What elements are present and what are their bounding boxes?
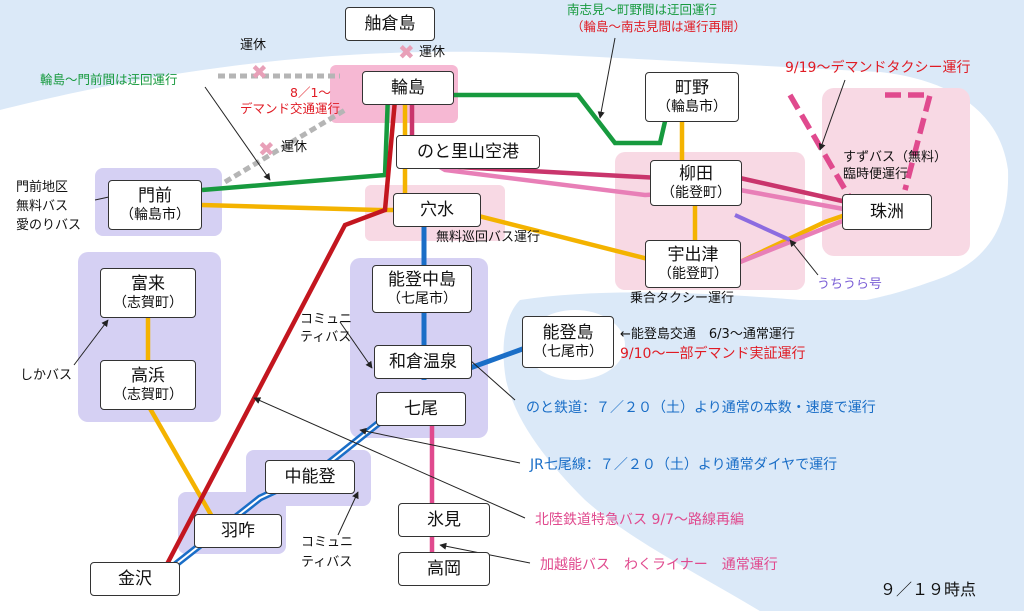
station-label: 富来 — [131, 274, 165, 295]
label-community-upper-1: コミュニ — [300, 312, 353, 327]
label-demand-traffic: デマンド交通運行 — [240, 101, 341, 116]
route-hokuriku-express — [163, 99, 398, 570]
arrow-jr — [359, 427, 521, 464]
station-hakui[interactable]: 羽咋 — [194, 514, 282, 548]
station-sub: （七尾市） — [387, 290, 457, 307]
station-label: 柳田 — [679, 164, 713, 185]
label-notojima-demand: 9/10～一部デマンド実証運行 — [620, 346, 806, 362]
station-sub: （七尾市） — [533, 343, 603, 360]
label-minamishimi-resume: （輪島～南志見間は運行再開） — [571, 19, 747, 34]
label-kaetsuno-bus: 加越能バス わくライナー 通常運行 — [540, 557, 778, 573]
station-notonakajima[interactable]: 能登中島 （七尾市） — [372, 265, 472, 313]
label-noto-railway: のと鉄道：７／２０（土）より通常の本数・速度で運行 — [526, 400, 876, 416]
station-label: 和倉温泉 — [389, 351, 457, 372]
station-anamizu[interactable]: 穴水 — [393, 193, 481, 227]
station-hegura[interactable]: 舳倉島 — [345, 7, 435, 41]
label-unkyu-hegura: 運休 — [419, 45, 446, 60]
arrow-uchiura — [789, 239, 819, 276]
label-jr-nanao: JR七尾線：７／２０（土）より通常ダイヤで運行 — [530, 457, 838, 473]
station-label: 高浜 — [131, 366, 165, 387]
station-notojima[interactable]: 能登島 （七尾市） — [522, 316, 614, 368]
station-takahama[interactable]: 高浜 （志賀町） — [100, 360, 196, 410]
label-shika-bus: しかバス — [20, 368, 73, 383]
station-takaoka[interactable]: 高岡 — [398, 552, 490, 586]
suspended-x-icon: ✖ — [258, 137, 275, 161]
arrow-demand-taxi — [818, 79, 846, 151]
station-label: 門前 — [138, 186, 172, 207]
sea-nanao-bay — [503, 292, 1024, 611]
label-community-lower-2: ティバス — [301, 555, 353, 570]
station-ushitsu[interactable]: 宇出津 （能登町） — [645, 240, 741, 288]
arrow-minamishimi — [597, 37, 616, 119]
label-shared-taxi: 乗合タクシー運行 — [630, 291, 735, 306]
station-sub: （輪島市） — [657, 98, 727, 115]
label-wajima-monzen-detour: 輪島～門前間は迂回運行 — [40, 72, 178, 87]
station-label: のと里山空港 — [417, 141, 519, 162]
station-noto-airport[interactable]: のと里山空港 — [396, 135, 540, 169]
station-label: 能登島 — [542, 323, 594, 344]
station-himi[interactable]: 氷見 — [398, 503, 490, 537]
label-minamishimi-detour: 南志見～町野間は迂回運行 — [567, 2, 718, 17]
label-suzu-bus-1: すずバス（無料） — [843, 150, 948, 165]
station-sub: （志賀町） — [113, 294, 183, 311]
arrow-detour — [204, 86, 271, 181]
station-label: 輪島 — [391, 77, 425, 98]
station-monzen[interactable]: 門前 （輪島市） — [108, 180, 202, 230]
station-label: 金沢 — [118, 568, 152, 589]
station-label: 穴水 — [420, 199, 454, 220]
station-label: 氷見 — [427, 509, 461, 530]
station-label: 宇出津 — [667, 245, 719, 266]
arrow-community-upper — [339, 321, 373, 369]
label-unkyu-west: 運休 — [240, 38, 267, 53]
station-label: 中能登 — [284, 466, 336, 487]
station-sub: （能登町） — [658, 265, 728, 282]
route-green — [201, 92, 673, 193]
suspended-x-icon: ✖ — [251, 60, 268, 84]
station-sub: （志賀町） — [113, 386, 183, 403]
station-suzu[interactable]: 珠洲 — [842, 194, 932, 230]
route-suspended-monzen — [223, 107, 347, 185]
station-nakanoto[interactable]: 中能登 — [265, 460, 355, 494]
station-label: 珠洲 — [870, 201, 904, 222]
label-notojima-traffic: ←能登島交通 6/3～通常運行 — [620, 327, 795, 342]
arrow-community-lower — [337, 491, 359, 536]
station-label: 高岡 — [427, 558, 461, 579]
label-demand-0801: 8／1～ — [290, 85, 331, 100]
label-hokuriku-bus: 北陸鉄道特急バス 9/7～路線再編 — [535, 512, 744, 528]
route-suzu-demand-taxi — [885, 92, 934, 191]
label-monzen-bus-1: 門前地区 — [16, 180, 69, 195]
label-suzu-bus-2: 臨時便運行 — [843, 167, 909, 182]
station-sub: （能登町） — [661, 184, 731, 201]
station-sub: （輪島市） — [120, 206, 190, 223]
station-nanao[interactable]: 七尾 — [376, 392, 466, 426]
label-monzen-bus-2: 無料バス — [16, 199, 69, 214]
label-monzen-bus-3: 愛のりバス — [16, 218, 82, 233]
station-wajima[interactable]: 輪島 — [362, 71, 454, 105]
arrow-shika-bus — [73, 319, 109, 366]
station-machino[interactable]: 町野 （輪島市） — [645, 72, 739, 122]
label-community-lower-1: コミュニ — [301, 535, 354, 550]
station-label: 羽咋 — [221, 520, 255, 541]
route-uchiura — [734, 213, 791, 242]
station-kanazawa[interactable]: 金沢 — [90, 562, 180, 596]
suspended-x-icon: ✖ — [398, 40, 415, 64]
label-free-loop: 無料巡回バス運行 — [436, 230, 541, 245]
label-unkyu-monzen: 運休 — [281, 140, 308, 155]
station-yanagida[interactable]: 柳田 （能登町） — [650, 160, 742, 206]
station-wakura[interactable]: 和倉温泉 — [374, 345, 472, 379]
station-label: 町野 — [675, 78, 709, 99]
label-uchiura: うちうら号 — [817, 277, 883, 292]
route-notojima-bus — [469, 344, 529, 371]
route-yellow-takahama-hakui — [146, 403, 216, 522]
label-demand-taxi: 9/19～デマンドタクシー運行 — [785, 60, 971, 76]
station-label: 七尾 — [404, 398, 438, 419]
arrow-hokuriku — [253, 397, 526, 519]
station-label: 能登中島 — [388, 270, 456, 291]
station-tomiku[interactable]: 富来 （志賀町） — [100, 268, 196, 318]
station-label: 舳倉島 — [364, 13, 416, 34]
label-community-upper-2: ティバス — [300, 330, 352, 345]
label-as-of: ９／１９時点 — [880, 580, 977, 599]
